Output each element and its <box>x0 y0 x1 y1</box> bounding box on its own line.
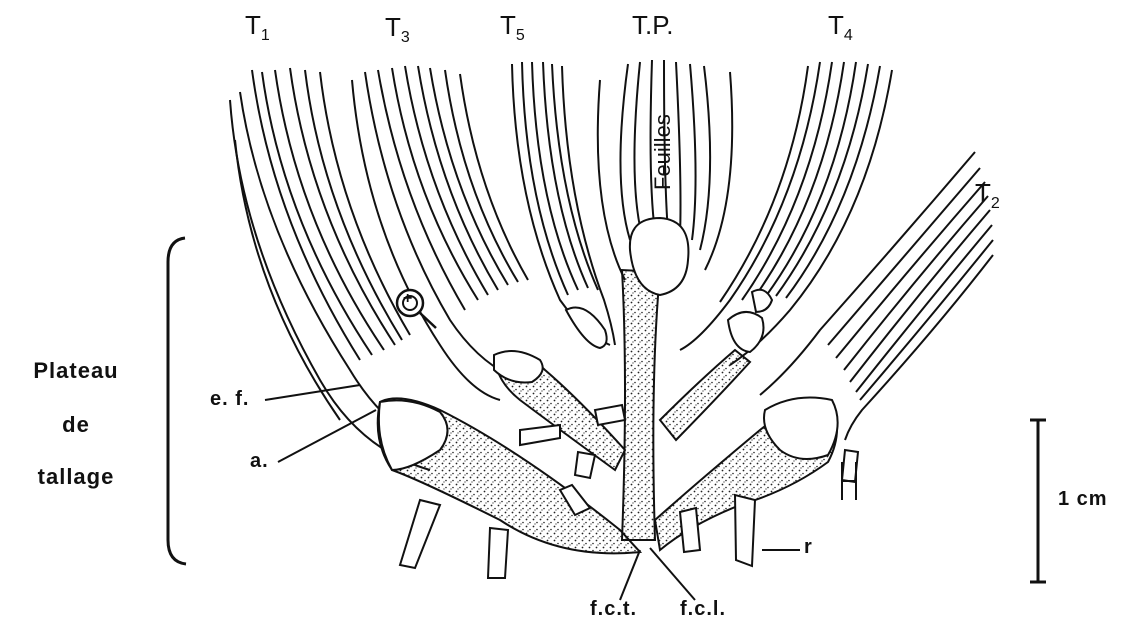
label-t3-sub: 3 <box>401 29 410 46</box>
tiller-t5-bud <box>566 308 607 349</box>
label-t4-sub: 4 <box>844 27 853 44</box>
tiller-t3-leaves <box>352 66 528 400</box>
label-t3-letter: T <box>385 12 401 42</box>
main-stem <box>622 270 660 540</box>
label-t1-letter: T <box>245 10 261 40</box>
label-t2-letter: T <box>975 178 991 208</box>
label-circle-mark: + <box>403 290 412 308</box>
label-t2: T2 <box>975 178 1000 213</box>
tiller-t5-leaves <box>512 62 615 345</box>
label-t2-sub: 2 <box>991 195 1000 212</box>
label-t3: T3 <box>385 12 410 47</box>
tiller-t4-bud <box>728 312 764 352</box>
plateau-bracket <box>168 238 186 564</box>
label-t5-letter: T <box>500 10 516 40</box>
label-fct: f.c.t. <box>590 598 637 621</box>
tiller-t2-leaves <box>760 152 993 440</box>
scale-bar <box>1030 420 1046 582</box>
label-t4: T4 <box>828 10 853 45</box>
label-t4-letter: T <box>828 10 844 40</box>
label-leaves: Feuilles <box>650 114 676 190</box>
tiller-t4-leaves <box>680 62 892 365</box>
label-t1: T1 <box>245 10 270 45</box>
label-plateau-line1: Plateau <box>6 358 146 384</box>
label-ef: e. f. <box>210 388 249 411</box>
label-r: r <box>804 536 813 559</box>
label-t5-sub: 5 <box>516 27 525 44</box>
label-plateau-line2: de <box>6 412 146 438</box>
label-tp: T.P. <box>632 10 673 41</box>
label-plateau-line3: tallage <box>6 464 146 490</box>
tiller-t4-branch <box>660 350 750 440</box>
label-t5: T5 <box>500 10 525 45</box>
label-a: a. <box>250 450 269 473</box>
label-fcl: f.c.l. <box>680 598 726 621</box>
label-t1-sub: 1 <box>261 27 270 44</box>
label-scale: 1 cm <box>1058 488 1108 511</box>
